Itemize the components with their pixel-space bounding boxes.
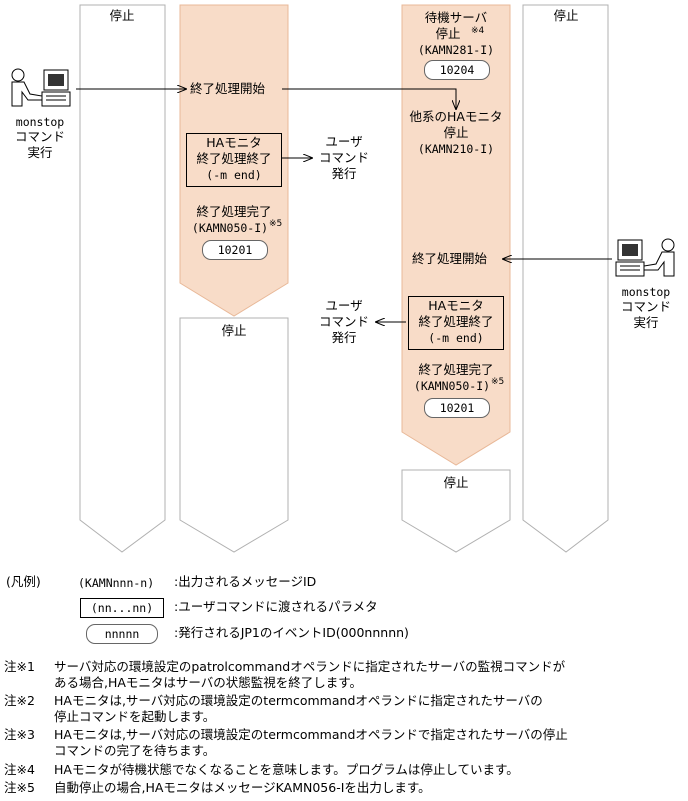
- standby-stop-line2: 停止: [435, 26, 461, 41]
- other-system-stop-msg: (KAMN210-I): [417, 142, 495, 156]
- standby-user-cmd-line2: コマンド: [318, 314, 370, 329]
- active-lane-stopped-label: 停止: [221, 323, 247, 338]
- standby-server-lane: [401, 4, 511, 466]
- note-3-line2: コマンドの完了を待ちます。: [54, 743, 216, 758]
- note-3-label: 注※3: [4, 727, 35, 742]
- standby-lane-stopped-label: 停止: [443, 475, 469, 490]
- note-2-label: 注※2: [4, 693, 35, 708]
- standby-stop-line1: 待機サーバ: [424, 10, 488, 25]
- legend-param-desc: :ユーザコマンドに渡されるパラメタ: [174, 599, 378, 614]
- active-user-cmd-line1: ユーザ: [325, 134, 363, 149]
- standby-shutdown-note: ※5: [491, 377, 505, 387]
- active-ha-monitor-box: [186, 133, 282, 187]
- standby-event-id-pill: 10204: [424, 60, 490, 80]
- other-system-stop-line1: 他系のHAモニタ: [409, 109, 503, 124]
- note-1-line1: サーバ対応の環境設定のpatrolcommandオペランドに指定されたサーバの監…: [54, 659, 566, 674]
- note-5-line1: 自動停止の場合,HAモニタはメッセージKAMN056-Iを出力します。: [54, 780, 431, 795]
- legend-message-sample: (KAMNnnn-n): [78, 576, 155, 590]
- note-3-line1: HAモニタは,サーバ対応の環境設定のtermcommandオペランドで指定された…: [54, 727, 568, 742]
- standby-user-cmd-line1: ユーザ: [325, 298, 363, 313]
- legend-event-desc: :発行されるJP1のイベントID(000nnnnn): [174, 625, 409, 640]
- operator-right-line2: コマンド: [620, 299, 672, 314]
- note-2-line2: 停止コマンドを起動します。: [54, 709, 216, 724]
- active-stopped-lane: [179, 317, 289, 553]
- note-5-label: 注※5: [4, 780, 35, 795]
- arrow-to-other-system: [282, 88, 456, 109]
- left-stopped-lane: [79, 4, 166, 553]
- active-shutdown-start: 終了処理開始: [190, 81, 266, 96]
- active-server-lane: [179, 4, 289, 317]
- operator-right-icon: [615, 238, 675, 277]
- operator-right-cmd: monstop: [621, 285, 671, 299]
- standby-ha-monitor-box: [408, 296, 504, 350]
- standby-stop-msg: (KAMN281-I): [417, 43, 495, 57]
- active-event-id-pill: 10201: [202, 240, 268, 260]
- standby-ha-box-line3: (-m end): [428, 331, 484, 345]
- standby-user-cmd-line3: 発行: [331, 330, 357, 345]
- legend-event-sample: nnnnn: [86, 624, 158, 644]
- operator-right-line3: 実行: [633, 315, 659, 330]
- operator-left-line2: コマンド: [14, 129, 66, 144]
- legend-message-desc: :出力されるメッセージID: [174, 574, 317, 589]
- operator-left-cmd: monstop: [15, 115, 65, 129]
- standby-shutdown-start: 終了処理開始: [412, 251, 488, 266]
- active-ha-box-line3: (-m end): [206, 168, 262, 182]
- active-shutdown-note: ※5: [269, 219, 283, 229]
- active-user-cmd-line2: コマンド: [318, 150, 370, 165]
- standby-shutdown-done-msg: (KAMN050-I): [413, 379, 491, 393]
- standby-event-id-pill: 10201: [424, 398, 490, 418]
- operator-left-icon: [11, 68, 71, 107]
- active-user-cmd-line3: 発行: [331, 166, 357, 181]
- operator-left-line3: 実行: [27, 145, 53, 160]
- standby-stop-note: ※4: [471, 26, 485, 36]
- active-shutdown-done-msg: (KAMN050-I): [191, 221, 269, 235]
- standby-ha-box-line1: HAモニタ: [428, 298, 484, 313]
- note-4-line1: HAモニタが待機状態でなくなることを意味します。プログラムは停止しています。: [54, 762, 519, 777]
- note-1-line2: ある場合,HAモニタはサーバの状態監視を終了します。: [54, 675, 363, 690]
- other-system-stop-line2: 停止: [443, 125, 469, 140]
- right-stopped-lane: [522, 4, 609, 553]
- active-shutdown-done: 終了処理完了: [196, 204, 272, 219]
- active-ha-box-line2: 終了処理終了: [196, 151, 272, 166]
- legend-title: (凡例): [6, 574, 41, 589]
- left-lane-stopped-label: 停止: [109, 8, 135, 23]
- standby-stopped-lane: [401, 469, 511, 553]
- note-4-label: 注※4: [4, 762, 35, 777]
- active-ha-box-line1: HAモニタ: [206, 135, 262, 150]
- note-2-line1: HAモニタは,サーバ対応の環境設定のtermcommandオペランドに指定された…: [54, 693, 543, 708]
- standby-shutdown-done: 終了処理完了: [418, 362, 494, 377]
- legend-param-sample: (nn...nn): [80, 598, 164, 618]
- note-1-label: 注※1: [4, 659, 35, 674]
- right-lane-stopped-label: 停止: [553, 8, 579, 23]
- standby-ha-box-line2: 終了処理終了: [418, 314, 494, 329]
